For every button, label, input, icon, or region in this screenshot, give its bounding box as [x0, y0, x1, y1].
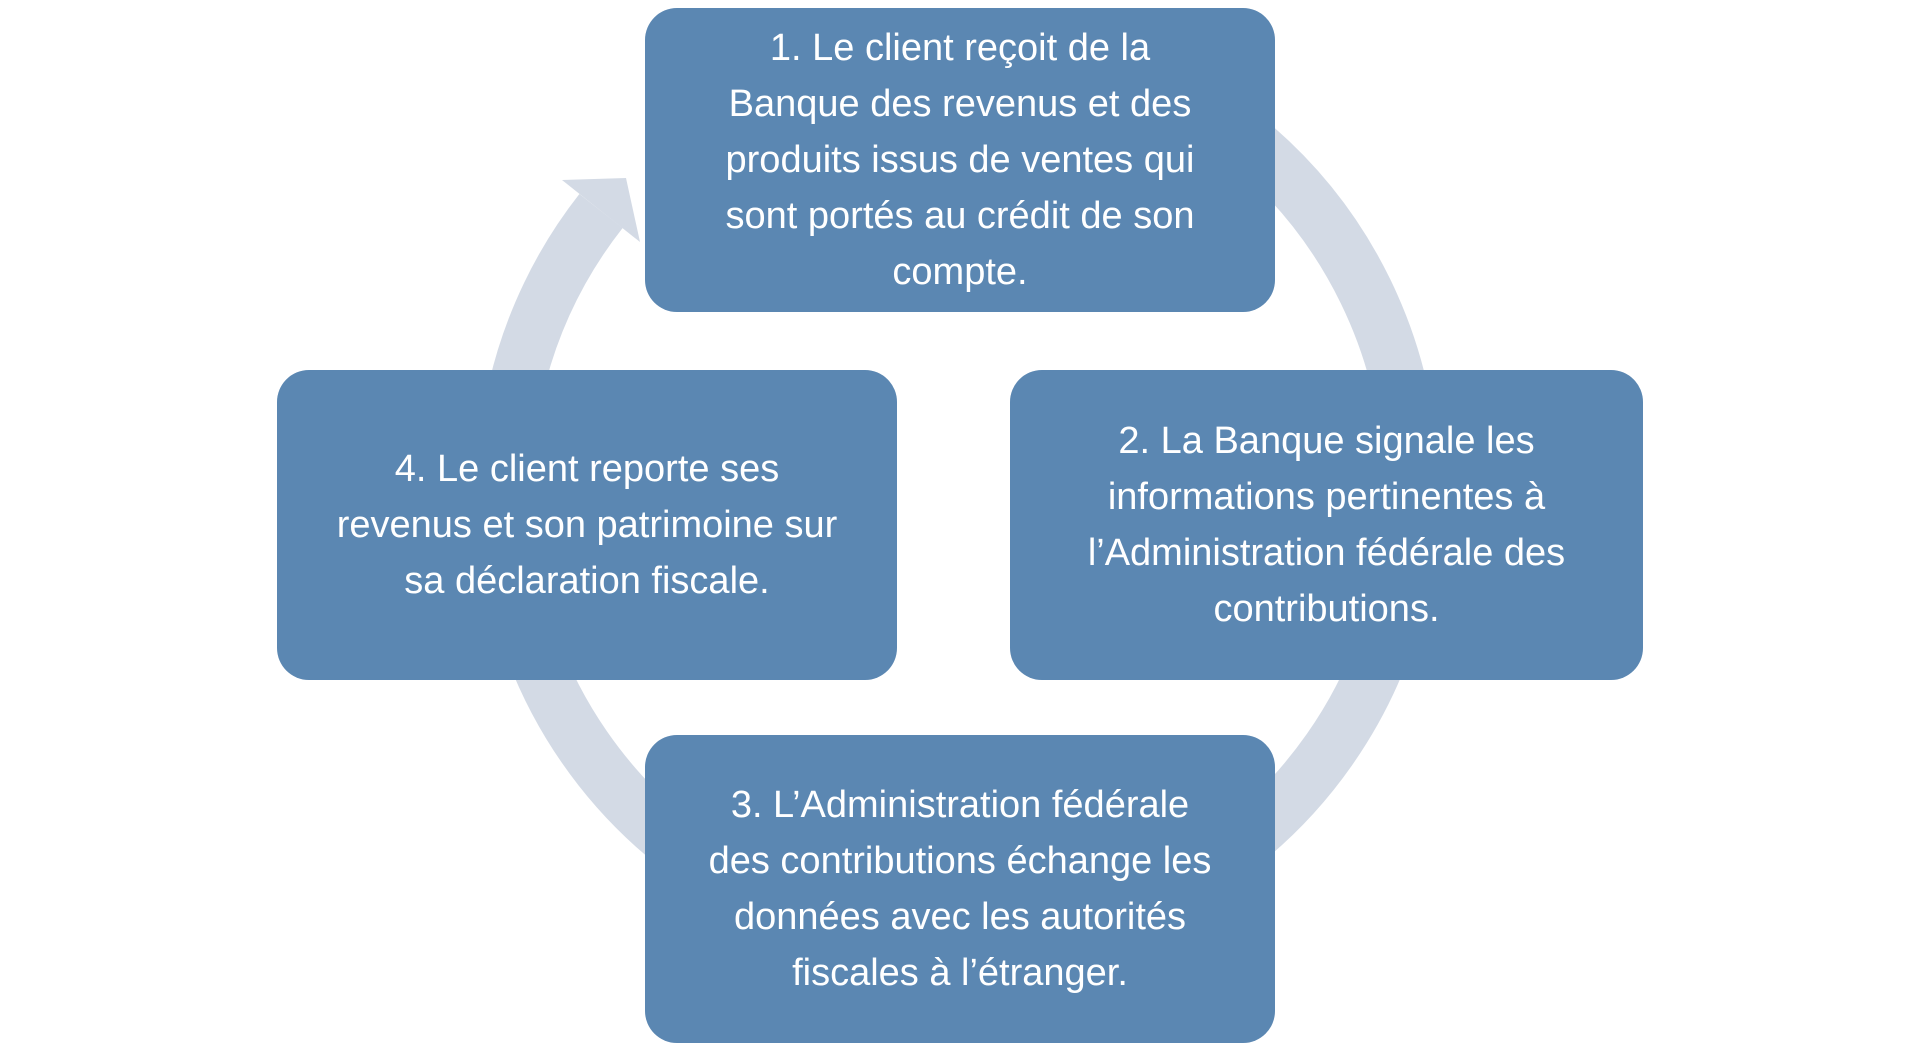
cycle-step-1-label: 1. Le client reçoit de la Banque des rev…	[725, 27, 1195, 293]
cycle-step-2-label: 2. La Banque signale les informations pe…	[1087, 420, 1566, 630]
cycle-step-4: 4. Le client reporte ses revenus et son …	[277, 370, 897, 680]
cycle-step-1: 1. Le client reçoit de la Banque des rev…	[645, 8, 1275, 312]
cycle-arc-4-1	[489, 194, 623, 395]
cycle-step-4-label: 4. Le client reporte ses revenus et son …	[336, 448, 838, 602]
cycle-arrowhead-icon	[562, 178, 640, 242]
cycle-step-2: 2. La Banque signale les informations pe…	[1010, 370, 1643, 680]
cycle-step-3-label: 3. L’Administration fédérale des contrib…	[708, 784, 1212, 994]
cycle-step-3: 3. L’Administration fédérale des contrib…	[645, 735, 1275, 1043]
